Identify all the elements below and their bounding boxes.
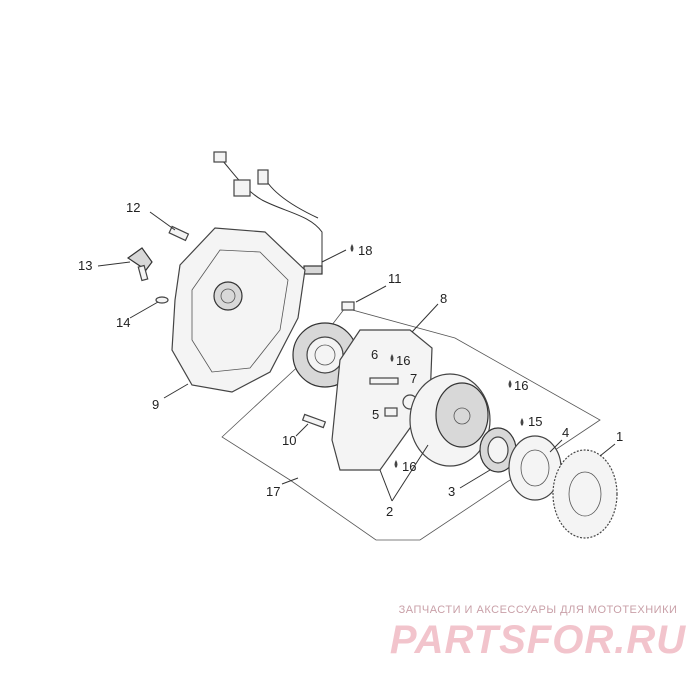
lubrication-marks (350, 244, 524, 468)
o-ring-14 (155, 296, 169, 304)
callout-16-a: 16 (396, 353, 410, 368)
callout-9: 9 (152, 397, 159, 412)
bolt-11 (341, 301, 355, 311)
callout-labels: 1 2 3 4 5 6 7 8 9 10 11 12 13 14 15 16 1… (78, 200, 623, 519)
callout-3: 3 (448, 484, 455, 499)
callout-2: 2 (386, 504, 393, 519)
flywheel (409, 373, 491, 467)
screw-5 (384, 407, 398, 417)
site-watermark: ЗАПЧАСТИ И АКСЕССУАРЫ ДЛЯ МОТОТЕХНИКИ PA… (388, 604, 688, 663)
callout-5: 5 (372, 407, 379, 422)
callout-15: 15 (528, 414, 542, 429)
watermark-tagline: ЗАПЧАСТИ И АКСЕССУАРЫ ДЛЯ МОТОТЕХНИКИ (398, 604, 678, 616)
callout-18: 18 (358, 243, 372, 258)
callout-13: 13 (78, 258, 92, 273)
callout-16-b: 16 (402, 459, 416, 474)
callout-4: 4 (562, 425, 569, 440)
callout-16-c: 16 (514, 378, 528, 393)
bolt-10 (301, 413, 327, 429)
callout-6: 6 (371, 347, 378, 362)
leader-lines (97, 211, 616, 502)
callout-14: 14 (116, 315, 130, 330)
ring-gear-1 (552, 449, 618, 539)
callout-8: 8 (440, 291, 447, 306)
callout-1: 1 (616, 429, 623, 444)
callout-10: 10 (282, 433, 296, 448)
screw-6 (369, 377, 399, 385)
wire-harness (213, 151, 323, 275)
generator-cover (171, 227, 306, 393)
watermark-logo: PARTSFOR.RU (389, 618, 687, 662)
callout-7: 7 (410, 371, 417, 386)
callout-12: 12 (126, 200, 140, 215)
callout-17: 17 (266, 484, 280, 499)
filler-cap-13 (126, 247, 153, 282)
bearing-3 (479, 427, 517, 473)
bolt-12 (168, 225, 190, 242)
callout-11: 11 (388, 271, 402, 286)
